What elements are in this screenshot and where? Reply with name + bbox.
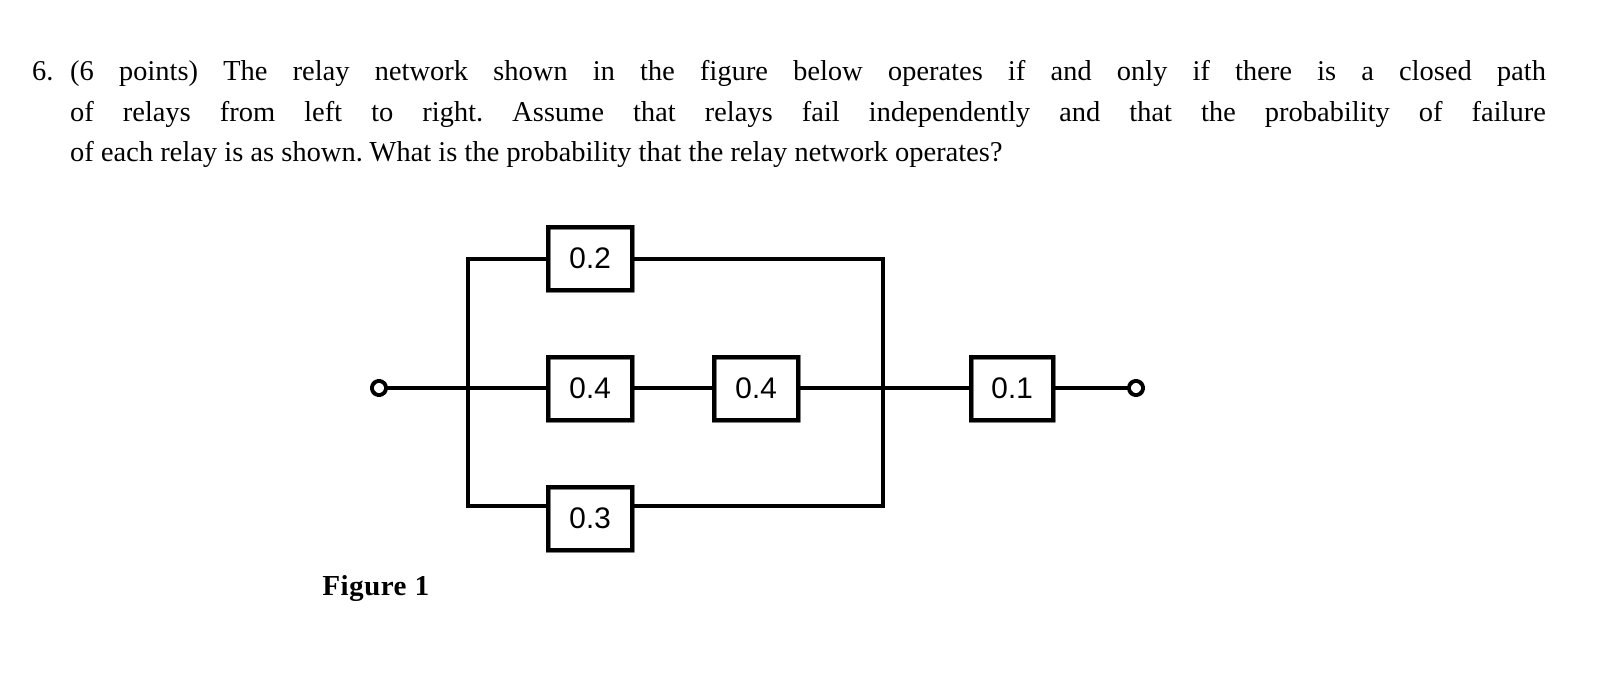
word: below [793,56,863,87]
word: probability [1264,96,1390,128]
word: shown [493,56,568,87]
terminal-left [370,379,388,397]
word: in [592,56,615,87]
word: only [1116,56,1168,87]
relay-box-relay-middle-right[interactable] [711,354,801,423]
word: left [304,96,343,128]
word: is [1317,56,1337,87]
word: failure [1471,96,1546,128]
problem-number: 6. [32,56,54,87]
word: the [639,56,675,87]
relay-network-figure: 0.2 0.4 0.4 0.3 0.1 [0,196,1620,616]
relay-label-relay-middle-right: 0.4 [735,372,777,405]
figure-labels: 0.2 0.4 0.4 0.3 0.1 [569,242,1033,535]
word: independently [868,96,1031,128]
word: if [1192,56,1210,87]
word: right. [422,96,484,128]
relay-box-relay-bottom[interactable] [545,484,635,553]
word: of [70,96,94,128]
terminal-right [1127,379,1145,397]
word: to [371,96,394,128]
word: of [1418,96,1443,128]
word: from [219,96,276,128]
word: relays [704,96,773,128]
relay-label-relay-series: 0.1 [991,372,1033,405]
word: and [1050,56,1092,87]
word: that [1129,96,1172,128]
figure-caption: Figure 1 [322,570,430,602]
word: points) [118,56,199,87]
word: Assume [512,96,604,128]
word: the [1200,96,1236,128]
word: if [1007,56,1026,87]
figure-geometry [370,224,1145,553]
word: a [1361,56,1374,87]
word: closed [1398,56,1472,87]
word: path [1496,56,1546,87]
word: The [223,56,268,87]
relay-box-relay-top[interactable] [545,224,635,293]
word: and [1059,96,1101,128]
word: fail [801,96,840,128]
word: that [632,96,676,128]
word: there [1235,56,1292,87]
word: relays [122,96,191,128]
word: (6 [70,56,94,87]
relay-label-relay-top: 0.2 [569,242,611,275]
relay-box-relay-middle-left[interactable] [545,354,635,423]
relay-network-svg: 0.2 0.4 0.4 0.3 0.1 [370,224,1145,553]
word: operates [887,56,983,87]
word: relay [292,56,350,87]
figure-caption-wrap: Figure 1 [0,570,1620,603]
relay-label-relay-bottom: 0.3 [569,502,611,535]
word: network [374,56,469,87]
word: figure [699,56,768,87]
relay-box-relay-series[interactable] [968,354,1056,423]
relay-label-relay-middle-left: 0.4 [569,372,611,405]
problem-line-3: of each relay is as shown. What is the p… [70,137,1003,168]
